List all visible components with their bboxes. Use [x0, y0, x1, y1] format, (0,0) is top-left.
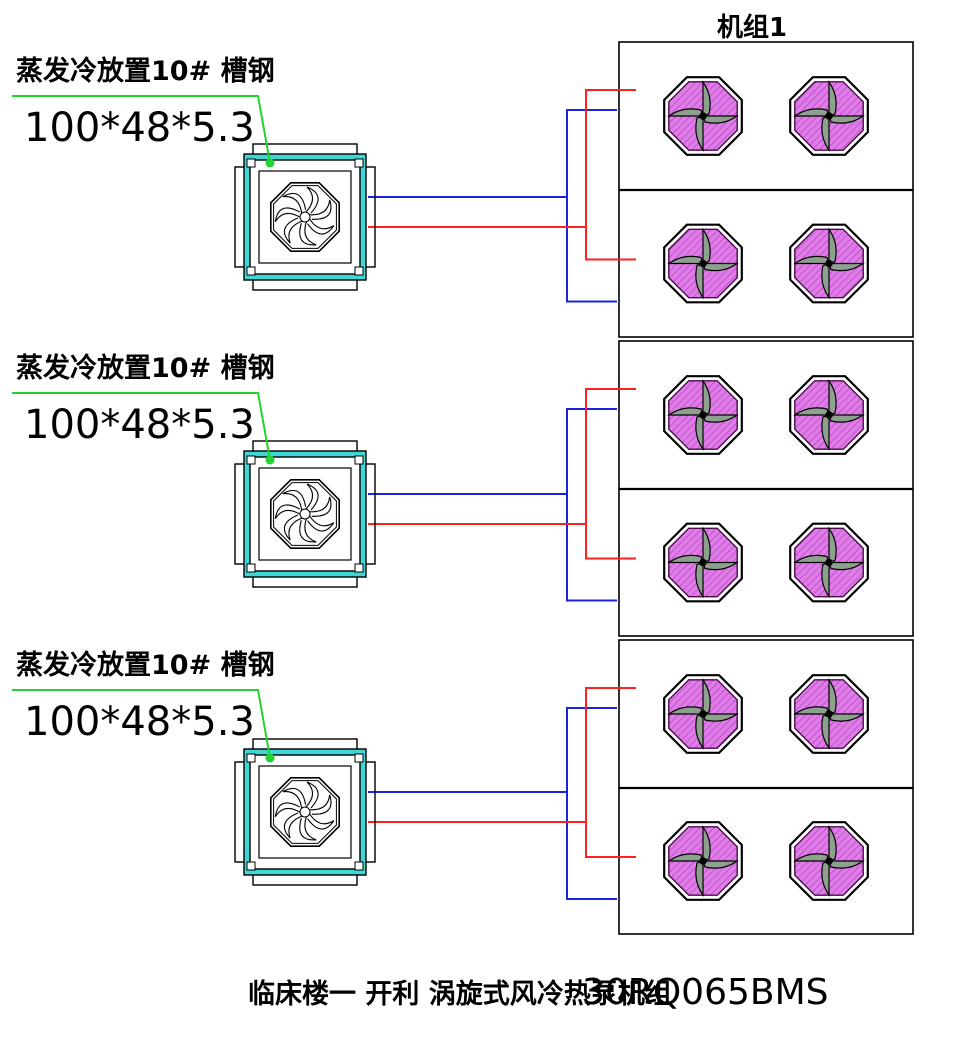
evaporator-group: 蒸发冷放置10# 槽钢 100*48*5.3	[12, 55, 636, 303]
leader-dot	[265, 753, 275, 763]
condenser-fan-icon	[789, 522, 869, 603]
evaporator-label: 蒸发冷放置10# 槽钢	[16, 352, 275, 384]
supply-manifold	[585, 687, 636, 858]
condenser-fan-icon	[663, 223, 743, 304]
evaporator-fan-icon	[269, 478, 341, 550]
channel-dimension: 100*48*5.3	[24, 105, 255, 151]
condenser-fan-icon	[789, 223, 869, 304]
supply-manifold	[585, 89, 636, 261]
pipe-connection	[368, 89, 636, 303]
evaporator-label: 蒸发冷放置10# 槽钢	[16, 55, 275, 87]
evaporator-fan-icon	[269, 776, 341, 848]
leader-dot	[265, 455, 275, 465]
pipe-connection	[368, 388, 636, 602]
supply-manifold	[585, 388, 636, 560]
evaporator-unit	[234, 143, 376, 291]
leader-line	[12, 95, 271, 164]
evaporator-unit	[234, 738, 376, 886]
condenser-fan-icon	[789, 821, 869, 901]
pipe-connection	[368, 687, 636, 900]
condenser-unit	[618, 41, 914, 935]
caption-chinese: 临床楼一 开利 涡旋式风冷热泵机组	[248, 978, 672, 1010]
condenser-fan-icon	[663, 375, 743, 455]
condenser-fan-icon	[663, 821, 743, 901]
evaporator-group: 蒸发冷放置10# 槽钢 100*48*5.3	[12, 649, 636, 900]
evaporator-group: 蒸发冷放置10# 槽钢 100*48*5.3	[12, 352, 636, 602]
return-manifold	[566, 707, 617, 900]
channel-dimension: 100*48*5.3	[24, 402, 255, 448]
unit-title: 机组1	[717, 12, 787, 43]
leader-line	[12, 392, 271, 461]
evaporator-fan-icon	[269, 182, 341, 252]
condenser-fan-icon	[663, 522, 743, 603]
condenser-fan-icon	[663, 76, 743, 156]
condenser-fan-icon	[789, 674, 869, 754]
evaporator-label: 蒸发冷放置10# 槽钢	[16, 649, 275, 681]
evaporator-unit	[234, 440, 376, 588]
channel-dimension: 100*48*5.3	[24, 699, 255, 745]
condenser-fan-icon	[789, 375, 869, 455]
leader-dot	[265, 158, 275, 168]
condenser-fan-icon	[663, 674, 743, 754]
return-manifold	[566, 109, 617, 303]
condenser-fan-icon	[789, 76, 869, 156]
leader-line	[12, 689, 271, 759]
return-manifold	[566, 408, 617, 602]
caption-model: 30RQ065BMS	[582, 972, 828, 1013]
